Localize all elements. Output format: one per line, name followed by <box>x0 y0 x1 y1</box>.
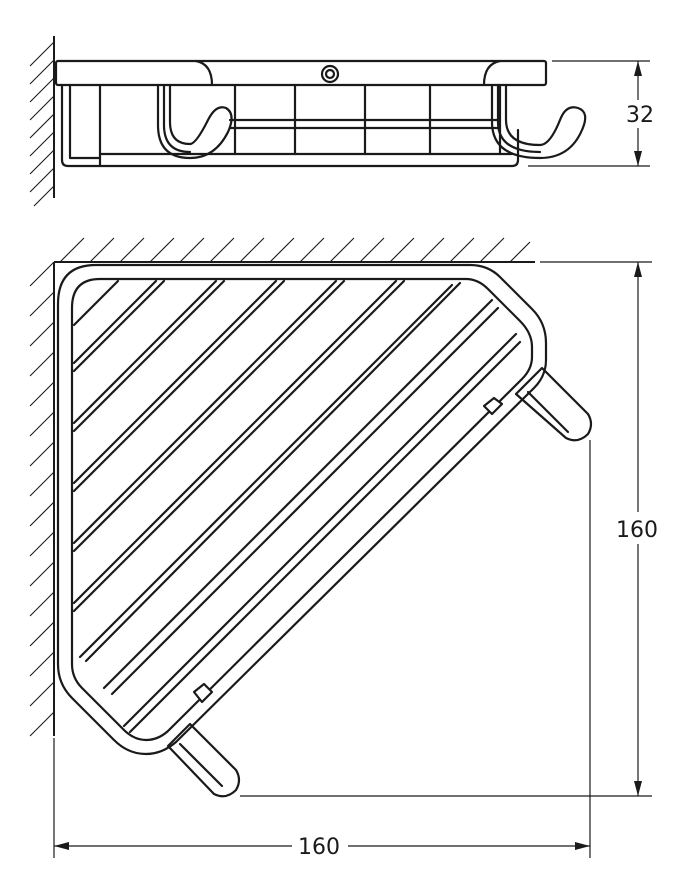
dim-height-label: 32 <box>626 103 654 128</box>
side-wall-hatch <box>29 36 55 207</box>
side-screw <box>320 64 340 84</box>
top-hook-bottom <box>166 682 241 798</box>
top-hook-right <box>482 366 593 442</box>
side-top-plate <box>54 59 548 87</box>
basket-wires <box>72 279 522 734</box>
basket-rim-outer <box>56 263 548 756</box>
side-hook-left <box>156 83 233 160</box>
side-basket-body <box>60 83 520 168</box>
top-wall-hatch <box>29 237 535 737</box>
dim-width-label: 160 <box>298 835 340 860</box>
side-view: 32 <box>29 36 660 207</box>
basket-rim-inner <box>70 277 534 742</box>
dim-height: 32 <box>528 60 660 167</box>
side-hook-right <box>490 83 587 160</box>
top-view: 160 160 <box>29 237 664 860</box>
dim-depth-label: 160 <box>616 518 658 543</box>
dim-width: 160 <box>53 440 591 860</box>
dim-depth: 160 <box>240 261 664 797</box>
